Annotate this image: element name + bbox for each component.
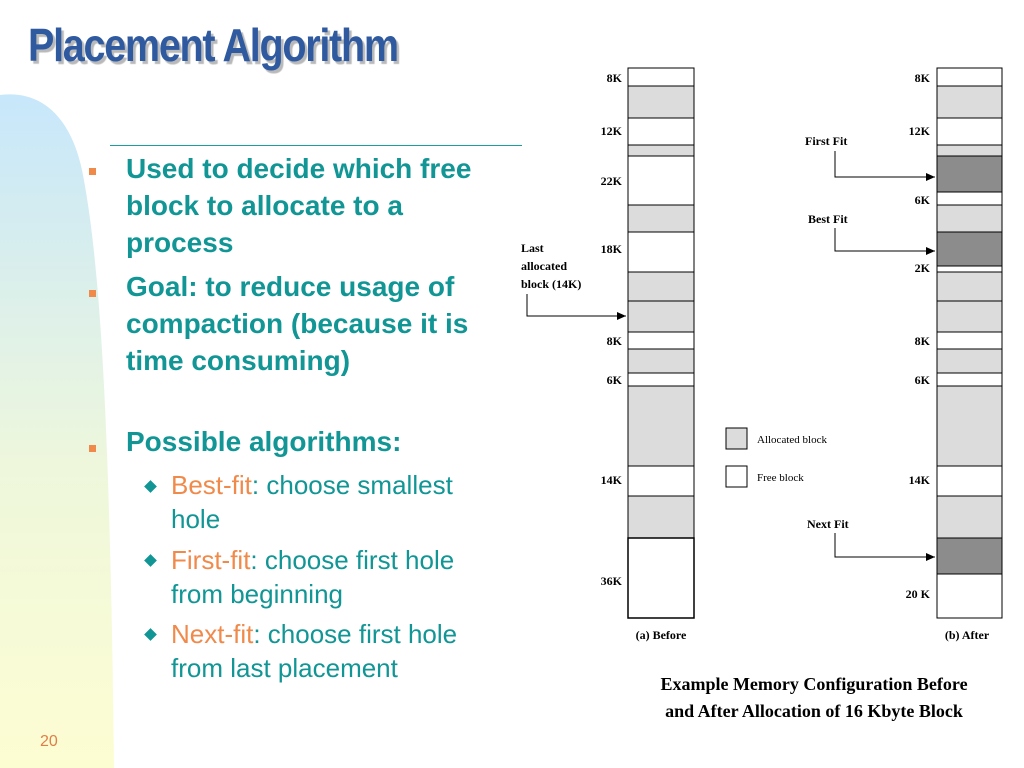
block-size-label: 14K (909, 473, 931, 487)
allocated-block (627, 204, 695, 233)
free-block (627, 117, 695, 146)
block-size-label: 22K (601, 174, 623, 188)
bullet-item: Possible algorithms: (126, 426, 402, 457)
last-allocated-annotation: Last allocated block (14K) (521, 241, 626, 320)
allocated-block (936, 144, 1003, 157)
first-fit-arrow (834, 151, 935, 181)
best-fit-annotation: Best Fit (808, 212, 935, 255)
new-allocated-block (936, 231, 1003, 267)
algorithm-description: : choose first hole from last placement (171, 619, 458, 683)
algorithm-description: : choose first hole from beginning (171, 545, 455, 609)
after-memory-column (936, 67, 1003, 619)
allocated-block (936, 348, 1003, 374)
legend-free-swatch (725, 465, 748, 488)
allocated-block (627, 144, 695, 157)
after-size-labels: 8K 12K 6K 2K 8K 6K 14K 20 K (906, 71, 931, 601)
free-block (627, 331, 695, 350)
legend-allocated-label: Allocated block (757, 434, 827, 446)
before-label: (a) Before (636, 628, 687, 642)
allocated-block (936, 271, 1003, 333)
algorithm-term: First-fit (171, 545, 251, 575)
free-block (936, 372, 1003, 387)
block-size-label: 12K (909, 124, 931, 138)
free-block (627, 231, 695, 273)
allocated-block (627, 348, 695, 374)
best-fit-arrow (834, 228, 935, 255)
algorithm-term: Best-fit (171, 470, 252, 500)
allocated-block (936, 85, 1003, 119)
allocated-block (627, 85, 695, 119)
bullet-square-icon (89, 168, 96, 175)
allocated-block (936, 495, 1003, 539)
last-allocated-label: allocated (521, 259, 567, 273)
page-number: 20 (40, 733, 58, 750)
title-underline (110, 145, 522, 146)
allocated-block (627, 271, 695, 333)
free-block (936, 331, 1003, 350)
legend-allocated-swatch (725, 427, 748, 450)
block-size-label: 8K (607, 71, 623, 85)
figure-caption: Example Memory Configuration Before (660, 674, 967, 694)
algorithm-description: : choose smallest hole (171, 470, 453, 534)
block-size-label: 8K (607, 334, 623, 348)
free-block (936, 265, 1003, 273)
allocated-block (936, 385, 1003, 467)
free-block (936, 117, 1003, 146)
figure-caption: and After Allocation of 16 Kbyte Block (665, 701, 963, 721)
allocated-block (627, 495, 695, 539)
after-label: (b) After (945, 628, 990, 642)
new-allocated-block (936, 537, 1003, 575)
free-block (627, 465, 695, 497)
next-fit-arrow (834, 533, 935, 561)
block-size-label: 8K (915, 334, 931, 348)
legend: Allocated block Free block (725, 427, 827, 488)
before-size-labels: 8K 12K 22K 18K 8K 6K 14K 36K (601, 71, 623, 588)
best-fit-label: Best Fit (808, 212, 848, 226)
bullet-item: Goal: to reduce usage of compaction (bec… (126, 271, 469, 376)
block-size-label: 2K (915, 261, 931, 275)
last-allocated-label: block (14K) (521, 277, 581, 291)
allocated-block (936, 204, 1003, 233)
new-allocated-block (936, 155, 1003, 193)
free-block (627, 155, 695, 206)
allocated-block (627, 385, 695, 467)
free-block (627, 372, 695, 387)
bullet-square-icon (89, 290, 96, 297)
free-block (936, 573, 1003, 619)
last-allocated-label: Last (521, 241, 544, 255)
first-fit-label: First Fit (805, 134, 847, 148)
block-size-label: 18K (601, 242, 623, 256)
free-block (936, 191, 1003, 206)
bullet-item: Used to decide which free block to alloc… (126, 153, 472, 258)
legend-free-label: Free block (757, 472, 804, 484)
block-size-label: 12K (601, 124, 623, 138)
next-fit-annotation: Next Fit (807, 517, 935, 561)
before-memory-column (627, 67, 695, 619)
bullet-square-icon (89, 445, 96, 452)
sub-bullet-item: Best-fit: choose smallest hole (171, 468, 471, 536)
slide-title: Placement Algorithm (28, 19, 399, 71)
block-size-label: 20 K (906, 587, 931, 601)
block-size-label: 6K (915, 373, 931, 387)
free-block (936, 67, 1003, 87)
block-size-label: 36K (601, 574, 623, 588)
block-size-label: 8K (915, 71, 931, 85)
algorithm-term: Next-fit (171, 619, 254, 649)
sub-bullet-item: First-fit: choose first hole from beginn… (171, 543, 471, 611)
first-fit-annotation: First Fit (805, 134, 935, 181)
free-block (627, 537, 695, 619)
free-block (627, 67, 695, 87)
last-allocated-arrow (526, 294, 626, 320)
block-size-label: 6K (915, 193, 931, 207)
sub-bullet-item: Next-fit: choose first hole from last pl… (171, 617, 471, 685)
free-block (936, 465, 1003, 497)
block-size-label: 6K (607, 373, 623, 387)
block-size-label: 14K (601, 473, 623, 487)
next-fit-label: Next Fit (807, 517, 849, 531)
